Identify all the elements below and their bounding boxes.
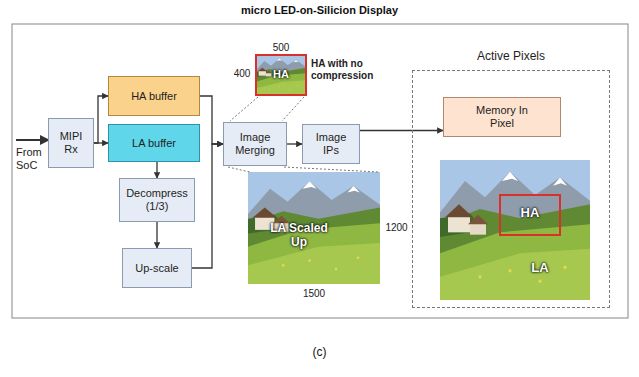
region-label: HA	[261, 68, 301, 81]
box-label: LA buffer	[132, 137, 176, 150]
image-label: LA Scaled Up	[266, 222, 332, 250]
dimension-label: 400	[230, 68, 254, 80]
dimension-label: 1500	[298, 288, 330, 300]
box-label: MIPI Rx	[54, 130, 88, 155]
interface-box: MIPI Rx	[48, 118, 94, 168]
input-label: From SoC	[16, 146, 50, 171]
note-label: HA with no compression	[311, 58, 403, 81]
data-flow-arrow	[360, 130, 443, 131]
display-image	[440, 160, 590, 300]
input-arrow	[16, 139, 49, 141]
ha-image	[256, 55, 306, 95]
ha-image-frame	[256, 55, 306, 95]
region-label: LA	[522, 261, 558, 276]
buffer-box: HA buffer	[108, 76, 200, 116]
data-flow-arrow	[156, 222, 157, 248]
region-heading: Active Pixels	[413, 50, 609, 64]
dimension-label: 500	[266, 42, 296, 54]
pixel-region: Active PixelsMemory In Pixel	[412, 70, 610, 308]
process-box: Image Merging	[223, 122, 287, 166]
leader-line	[282, 97, 304, 121]
box-label: Decompress (1/3)	[125, 187, 189, 212]
process-box: Up-scale	[122, 248, 192, 288]
box-label: Memory In Pixel	[472, 104, 532, 129]
data-flow-arrow	[94, 142, 108, 143]
leader-line	[284, 167, 378, 172]
data-flow-arrow	[94, 96, 108, 143]
diagram-title: micro LED-on-Silicion Display	[0, 4, 639, 17]
display-housing	[12, 24, 628, 318]
process-box: Decompress (1/3)	[119, 178, 195, 222]
leader-line	[230, 97, 258, 121]
figure-caption: (c)	[0, 346, 639, 360]
process-box: Image IPs	[302, 124, 360, 164]
region-label: HA	[500, 206, 560, 221]
memory-box: Memory In Pixel	[443, 97, 561, 137]
data-flow-arrow	[192, 144, 223, 268]
buffer-box: LA buffer	[108, 124, 200, 162]
data-flow-arrow	[200, 96, 223, 144]
la-image	[248, 172, 380, 284]
data-flow-arrow	[287, 143, 302, 144]
ha-region-frame	[500, 195, 560, 235]
dimension-label: 1200	[383, 222, 410, 234]
data-flow-arrow	[156, 162, 157, 178]
box-label: Up-scale	[135, 262, 178, 275]
box-label: Image IPs	[310, 131, 352, 156]
leader-line	[228, 167, 250, 172]
box-label: Image Merging	[229, 131, 281, 156]
box-label: HA buffer	[131, 90, 177, 103]
